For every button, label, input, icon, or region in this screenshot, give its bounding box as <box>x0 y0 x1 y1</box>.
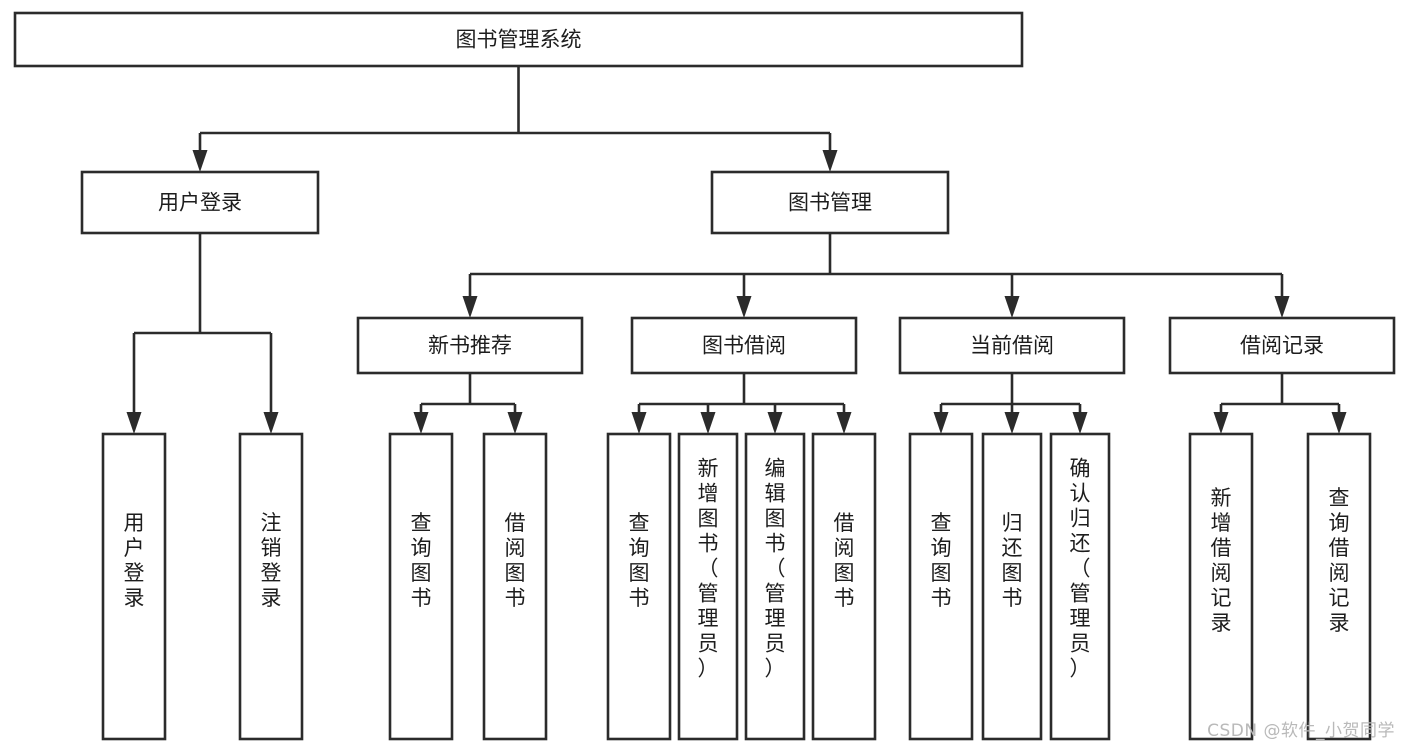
node-user-login[interactable]: 用户登录 <box>80 170 320 235</box>
arrow-head-leaf-add-book <box>700 412 716 434</box>
node-box-leaf-logout[interactable] <box>238 432 304 741</box>
arrow-head-leaf-edit-book <box>767 412 783 434</box>
node-label-leaf-confirm-return: 确认归还（管理员） <box>1070 457 1091 681</box>
node-label-leaf-query-record: 查询借阅记录 <box>1329 486 1350 635</box>
arrow-head-book-borrow <box>736 296 752 318</box>
node-root[interactable]: 图书管理系统 <box>13 11 1024 68</box>
arrow-head-book-manage <box>822 150 838 172</box>
node-label-root: 图书管理系统 <box>456 28 582 52</box>
arrow-head-leaf-borrow-book-1 <box>507 412 523 434</box>
arrow-head-user-login <box>192 150 208 172</box>
connector-group-book-manage <box>462 233 1290 318</box>
node-box-book-manage[interactable] <box>710 170 950 235</box>
node-box-leaf-query-book-2[interactable] <box>606 432 672 741</box>
node-box-leaf-query-book-1[interactable] <box>388 432 454 741</box>
arrow-head-borrow-record <box>1274 296 1290 318</box>
node-leaf-add-book[interactable]: 新增图书（管理员） <box>677 432 739 741</box>
node-label-leaf-query-book-2: 查询图书 <box>629 511 650 610</box>
node-leaf-query-book-1[interactable]: 查询图书 <box>388 432 454 741</box>
arrow-head-leaf-borrow-book-2 <box>836 412 852 434</box>
node-label-user-login: 用户登录 <box>158 191 242 215</box>
node-box-user-login[interactable] <box>80 170 320 235</box>
node-label-leaf-borrow-book-2: 借阅图书 <box>834 511 855 610</box>
node-box-leaf-add-book[interactable] <box>677 432 739 741</box>
arrow-head-leaf-query-book-2 <box>631 412 647 434</box>
node-box-leaf-edit-book[interactable] <box>744 432 806 741</box>
node-label-leaf-edit-book: 编辑图书（管理员） <box>765 457 786 681</box>
node-new-book-recommend[interactable]: 新书推荐 <box>356 316 584 375</box>
node-box-leaf-query-record[interactable] <box>1306 432 1372 741</box>
node-box-leaf-add-record[interactable] <box>1188 432 1254 741</box>
arrow-head-leaf-add-record <box>1213 412 1229 434</box>
connector-group-book-borrow <box>631 373 852 434</box>
node-box-leaf-query-book-3[interactable] <box>908 432 974 741</box>
arrow-head-leaf-logout <box>263 412 279 434</box>
node-layer: 图书管理系统用户登录图书管理新书推荐图书借阅当前借阅借阅记录用户登录注销登录查询… <box>13 11 1396 741</box>
node-leaf-logout[interactable]: 注销登录 <box>238 432 304 741</box>
node-box-leaf-user-login[interactable] <box>101 432 167 741</box>
node-book-manage[interactable]: 图书管理 <box>710 170 950 235</box>
node-label-leaf-query-book-1: 查询图书 <box>411 511 432 610</box>
arrow-head-leaf-query-record <box>1331 412 1347 434</box>
node-label-leaf-user-login: 用户登录 <box>124 511 145 610</box>
connector-group-borrow-record <box>1213 373 1347 434</box>
node-leaf-borrow-book-2[interactable]: 借阅图书 <box>811 432 877 741</box>
arrow-head-leaf-query-book-1 <box>413 412 429 434</box>
arrow-head-leaf-user-login <box>126 412 142 434</box>
node-leaf-query-book-2[interactable]: 查询图书 <box>606 432 672 741</box>
node-label-leaf-return-book: 归还图书 <box>1002 511 1023 610</box>
node-leaf-add-record[interactable]: 新增借阅记录 <box>1188 432 1254 741</box>
node-box-book-borrow[interactable] <box>630 316 858 375</box>
watermark-label: CSDN @软件_小贺同学 <box>1207 721 1395 741</box>
node-label-leaf-add-book: 新增图书（管理员） <box>698 457 719 681</box>
node-leaf-edit-book[interactable]: 编辑图书（管理员） <box>744 432 806 741</box>
node-leaf-borrow-book-1[interactable]: 借阅图书 <box>482 432 548 741</box>
node-label-new-book-recommend: 新书推荐 <box>428 334 512 358</box>
connector-group-user-login <box>126 233 279 434</box>
node-leaf-return-book[interactable]: 归还图书 <box>981 432 1043 741</box>
node-box-root[interactable] <box>13 11 1024 68</box>
node-book-borrow[interactable]: 图书借阅 <box>630 316 858 375</box>
node-box-leaf-confirm-return[interactable] <box>1049 432 1111 741</box>
connector-group-new-book-recommend <box>413 373 523 434</box>
node-box-current-borrow[interactable] <box>898 316 1126 375</box>
connector-group-current-borrow <box>933 373 1088 434</box>
node-current-borrow[interactable]: 当前借阅 <box>898 316 1126 375</box>
node-leaf-query-book-3[interactable]: 查询图书 <box>908 432 974 741</box>
node-box-borrow-record[interactable] <box>1168 316 1396 375</box>
arrow-head-leaf-query-book-3 <box>933 412 949 434</box>
node-label-leaf-borrow-book-1: 借阅图书 <box>505 511 526 610</box>
connector-group-root <box>192 66 838 172</box>
arrow-head-leaf-return-book <box>1004 412 1020 434</box>
node-label-leaf-query-book-3: 查询图书 <box>931 511 952 610</box>
node-label-book-borrow: 图书借阅 <box>702 334 786 358</box>
arrow-head-current-borrow <box>1004 296 1020 318</box>
node-box-leaf-borrow-book-1[interactable] <box>482 432 548 741</box>
node-leaf-user-login[interactable]: 用户登录 <box>101 432 167 741</box>
connector-layer <box>126 66 1347 434</box>
node-box-leaf-borrow-book-2[interactable] <box>811 432 877 741</box>
arrow-head-new-book-recommend <box>462 296 478 318</box>
node-label-leaf-add-record: 新增借阅记录 <box>1211 486 1232 635</box>
node-label-book-manage: 图书管理 <box>788 191 872 215</box>
node-borrow-record[interactable]: 借阅记录 <box>1168 316 1396 375</box>
node-leaf-confirm-return[interactable]: 确认归还（管理员） <box>1049 432 1111 741</box>
node-box-new-book-recommend[interactable] <box>356 316 584 375</box>
arrow-head-leaf-confirm-return <box>1072 412 1088 434</box>
node-label-borrow-record: 借阅记录 <box>1240 334 1324 358</box>
node-box-leaf-return-book[interactable] <box>981 432 1043 741</box>
node-leaf-query-record[interactable]: 查询借阅记录 <box>1306 432 1372 741</box>
node-label-leaf-logout: 注销登录 <box>261 511 282 610</box>
node-label-current-borrow: 当前借阅 <box>970 334 1054 358</box>
